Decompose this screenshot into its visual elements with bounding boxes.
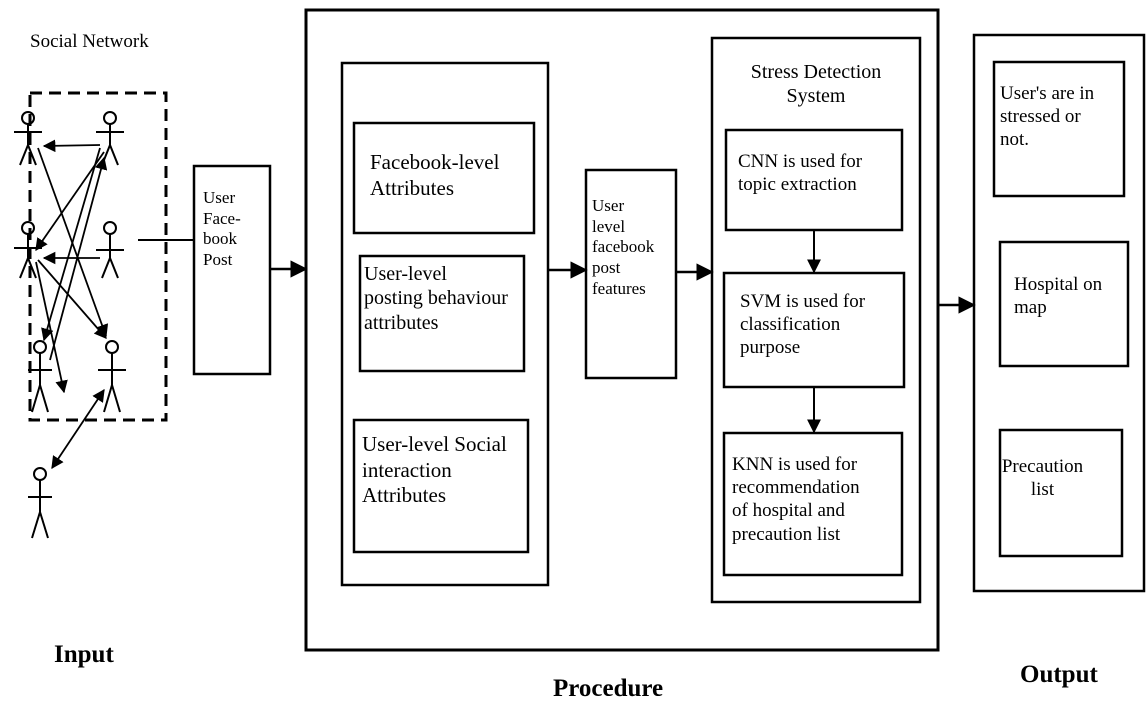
facebook-level-attributes-label: Facebook-level Attributes <box>370 150 500 200</box>
social-interaction-attributes-box <box>352 418 530 554</box>
procedure-section-label: Procedure <box>553 675 664 702</box>
svm-label: SVM is used for classification purpose <box>740 291 866 359</box>
stress-detection-system-title: Stress Detection System <box>750 61 882 108</box>
attributes-container <box>340 61 550 587</box>
social-network-users <box>14 111 126 539</box>
user-figure-icon <box>14 111 42 166</box>
stress-detection-system-box <box>710 36 922 604</box>
knn-box <box>722 431 904 577</box>
precaution-list-box <box>998 428 1124 558</box>
procedure-box <box>304 8 940 652</box>
hospital-map-label: Hospital on map <box>1014 274 1103 319</box>
input-section-label: Input <box>54 641 114 668</box>
user-figure-icon <box>28 467 52 539</box>
posting-behaviour-attributes-label: User-level posting behaviour attributes <box>364 263 508 334</box>
facebook-level-attributes-box <box>352 121 536 235</box>
social-network-boundary <box>28 91 168 422</box>
social-network-connections <box>35 139 109 470</box>
output-box <box>972 33 1146 593</box>
cnn-label: CNN is used for topic extraction <box>738 151 863 196</box>
user-figure-icon <box>98 340 126 413</box>
knn-label: KNN is used for recommendation of hospit… <box>732 454 860 545</box>
facebook-post-features-label: User level facebook post features <box>592 196 655 298</box>
facebook-post-features-box <box>584 168 678 380</box>
hospital-map-box <box>998 240 1130 368</box>
stressed-result-label: User's are in stressed or not. <box>1000 83 1095 151</box>
posting-behaviour-attributes-box <box>358 254 526 373</box>
user-figure-icon <box>28 340 52 413</box>
social-interaction-attributes-label: User-level Social interaction Attributes <box>362 432 507 508</box>
output-section-label: Output <box>1020 661 1098 688</box>
user-figure-icon <box>96 221 124 279</box>
social-network-title: Social Network <box>30 31 149 52</box>
user-figure-icon <box>14 221 42 279</box>
user-facebook-post-label: User Face- book Post <box>203 188 241 270</box>
precaution-list-label: Precaution list <box>1001 456 1084 501</box>
stressed-result-box <box>992 60 1126 198</box>
